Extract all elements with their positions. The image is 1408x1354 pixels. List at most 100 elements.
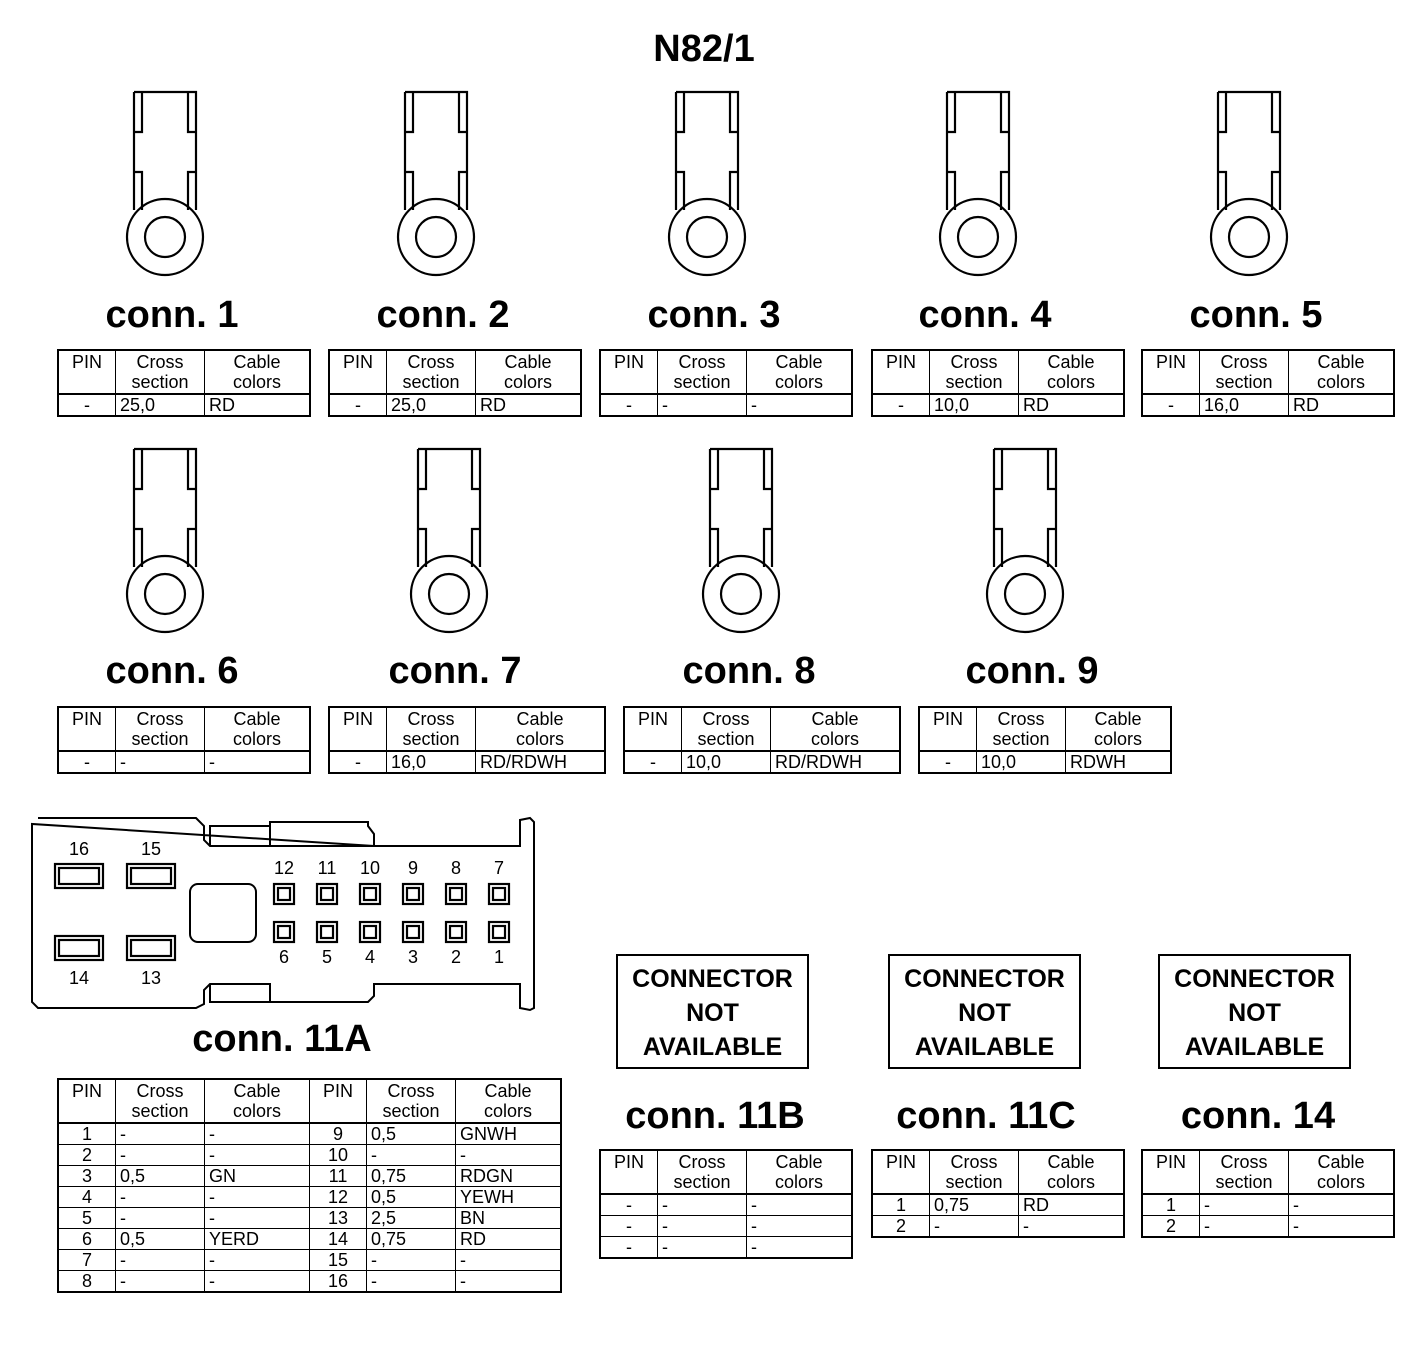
table-cell: 10,0 (681, 750, 771, 774)
table-cell: 16,0 (386, 750, 476, 774)
table-cell: - (1018, 1215, 1125, 1238)
header-cross: Cross section (386, 706, 476, 752)
table-cell: 1 (871, 1193, 930, 1216)
small-pin-slot-inner (448, 886, 464, 902)
pin-number-label: 13 (141, 968, 161, 988)
small-pin-slot (272, 920, 296, 944)
table-cell: - (929, 1215, 1019, 1238)
ring-terminal-icon (396, 90, 476, 277)
connector-label: conn. 11B (625, 1095, 805, 1137)
connector-label: conn. 4 (918, 294, 1052, 336)
large-pin-slot (125, 862, 177, 890)
small-pin-slot-inner (448, 924, 464, 940)
small-pin-slot-inner (319, 924, 335, 940)
connector-label: conn. 9 (965, 650, 1099, 692)
ring-terminal-icon (667, 90, 747, 277)
table-cell: GNWH (455, 1122, 562, 1145)
header-cross: Cross section (657, 1149, 747, 1195)
na-line3: AVAILABLE (642, 1033, 783, 1061)
table-cell: RD/RDWH (475, 750, 606, 774)
header-cross: Cross section (386, 349, 476, 395)
header-cross: Cross section (929, 349, 1019, 395)
header-pin: PIN (57, 1078, 116, 1124)
header-pin: PIN (871, 1149, 930, 1195)
small-pin-slot-inner (405, 886, 421, 902)
table-cell: 0,75 (929, 1193, 1019, 1216)
small-pin-slot (444, 920, 468, 944)
ring-terminal-icon (125, 447, 205, 634)
small-pin-slot-inner (362, 886, 378, 902)
table-cell: RD (1018, 1193, 1125, 1216)
small-pin-slot-inner (276, 924, 292, 940)
table-row: --- (599, 393, 853, 417)
header-pin: PIN (918, 706, 977, 752)
connector-label: conn. 3 (647, 294, 781, 336)
pin-number-label: 9 (408, 858, 418, 878)
table-cell: RD (204, 393, 311, 417)
na-line2: NOT (686, 999, 739, 1027)
connector-label: conn. 11A (192, 1018, 372, 1060)
table-cell: - (455, 1270, 562, 1293)
table-cell: - (746, 1215, 853, 1237)
connector-label: conn. 7 (388, 650, 522, 692)
table-cell: - (746, 393, 853, 417)
table-row: 2-- (1141, 1215, 1395, 1238)
table-cell: - (455, 1249, 562, 1271)
table-cell: 25,0 (386, 393, 476, 417)
pin-number-label: 4 (365, 947, 375, 967)
table-cell: 2,5 (366, 1207, 456, 1229)
pin-number-label: 12 (274, 858, 294, 878)
pin-number-label: 2 (451, 947, 461, 967)
connector-11b-not-available: CONNECTOR NOT AVAILABLE (616, 954, 809, 1069)
table-cell: RD (1288, 393, 1395, 417)
header-pin: PIN (57, 349, 116, 395)
ring-terminal-icon (985, 447, 1065, 634)
na-line1: CONNECTOR (1174, 965, 1335, 993)
table-cell: - (1199, 1193, 1289, 1216)
header-cable: Cable colors (1018, 1149, 1125, 1195)
table-cell: - (871, 393, 930, 417)
large-pin-slot (53, 934, 105, 962)
table-cell: 16 (309, 1270, 367, 1293)
table-row: --- (599, 1236, 853, 1259)
table-cell: - (1288, 1193, 1395, 1216)
table-row: 1-- (1141, 1193, 1395, 1216)
header-pin: PIN (623, 706, 682, 752)
table-cell: - (1288, 1215, 1395, 1238)
header-cable: Cable colors (1065, 706, 1172, 752)
na-line1: CONNECTOR (904, 965, 1065, 993)
table-row: 8--16-- (57, 1270, 562, 1293)
pin-number-label: 6 (279, 947, 289, 967)
header-pin: PIN (599, 349, 658, 395)
table-cell: 25,0 (115, 393, 205, 417)
small-pin-slot-inner (405, 924, 421, 940)
table-cell: 15 (309, 1249, 367, 1271)
header-cross: Cross section (929, 1149, 1019, 1195)
pin-number-label: 15 (141, 839, 161, 859)
table-cell: - (328, 750, 387, 774)
header-cross: Cross section (976, 706, 1066, 752)
ring-terminal-icon (1209, 90, 1289, 277)
header-pin: PIN (328, 706, 387, 752)
header-cross: Cross section (681, 706, 771, 752)
small-pin-slot (487, 920, 511, 944)
small-pin-slot (358, 882, 382, 906)
connector-label: conn. 8 (682, 650, 816, 692)
pin-number-label: 16 (69, 839, 89, 859)
connector-label: conn. 1 (105, 294, 239, 336)
large-pin-slot (125, 934, 177, 962)
large-pin-slot (53, 862, 105, 890)
